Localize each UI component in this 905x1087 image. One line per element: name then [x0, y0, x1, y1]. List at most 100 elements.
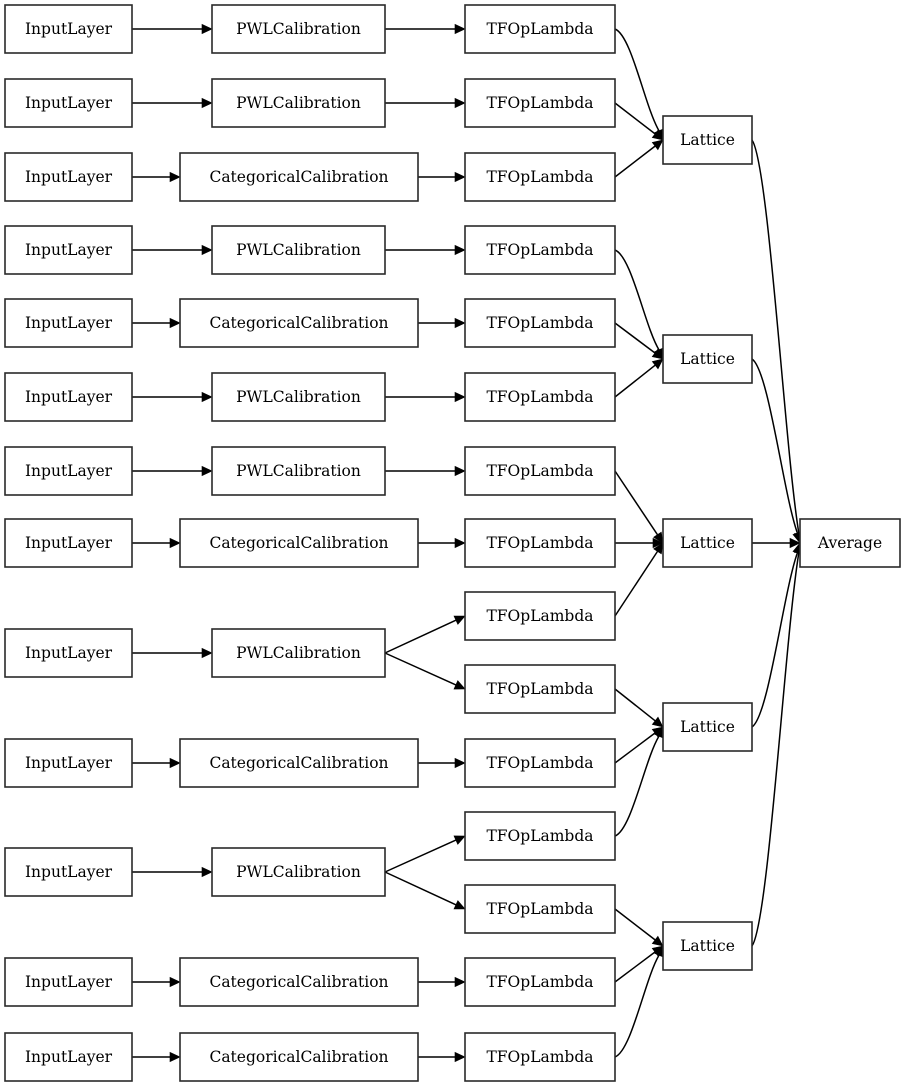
node-box[interactable] [179, 298, 419, 348]
node-box[interactable] [464, 298, 616, 348]
node-box[interactable] [211, 446, 386, 496]
node-box[interactable] [179, 1032, 419, 1082]
node-box[interactable] [464, 78, 616, 128]
node-box[interactable] [179, 957, 419, 1007]
node-lattice-lat4[interactable]: Lattice [662, 702, 753, 752]
node-tfop-lambda-op9[interactable]: TFOpLambda [464, 591, 616, 641]
node-box[interactable] [464, 152, 616, 202]
node-input-layer-in4[interactable]: InputLayer [4, 225, 133, 275]
node-tfop-lambda-op5[interactable]: TFOpLambda [464, 298, 616, 348]
node-lattice-lat1[interactable]: Lattice [662, 115, 753, 165]
node-box[interactable] [4, 847, 133, 897]
node-categorical-calibration-cal5[interactable]: CategoricalCalibration [179, 298, 419, 348]
node-box[interactable] [4, 78, 133, 128]
node-box[interactable] [4, 628, 133, 678]
node-box[interactable] [464, 884, 616, 934]
node-box[interactable] [464, 518, 616, 568]
node-input-layer-in12[interactable]: InputLayer [4, 957, 133, 1007]
node-pwlcalibration-cal6[interactable]: PWLCalibration [211, 372, 386, 422]
node-tfop-lambda-op2[interactable]: TFOpLambda [464, 78, 616, 128]
node-input-layer-in8[interactable]: InputLayer [4, 518, 133, 568]
node-tfop-lambda-op7[interactable]: TFOpLambda [464, 446, 616, 496]
node-categorical-calibration-cal8[interactable]: CategoricalCalibration [179, 518, 419, 568]
node-categorical-calibration-cal3[interactable]: CategoricalCalibration [179, 152, 419, 202]
node-categorical-calibration-cal13[interactable]: CategoricalCalibration [179, 1032, 419, 1082]
node-box[interactable] [179, 518, 419, 568]
node-tfop-lambda-op4[interactable]: TFOpLambda [464, 225, 616, 275]
node-box[interactable] [662, 921, 753, 971]
node-lattice-lat2[interactable]: Lattice [662, 334, 753, 384]
node-box[interactable] [662, 334, 753, 384]
node-tfop-lambda-op12[interactable]: TFOpLambda [464, 811, 616, 861]
node-pwlcalibration-cal7[interactable]: PWLCalibration [211, 446, 386, 496]
node-input-layer-in3[interactable]: InputLayer [4, 152, 133, 202]
node-box[interactable] [4, 152, 133, 202]
node-box[interactable] [179, 738, 419, 788]
node-box[interactable] [4, 518, 133, 568]
node-box[interactable] [799, 518, 901, 568]
node-box[interactable] [211, 847, 386, 897]
node-box[interactable] [464, 225, 616, 275]
node-box[interactable] [211, 4, 386, 54]
node-input-layer-in11[interactable]: InputLayer [4, 847, 133, 897]
node-label: TFOpLambda [486, 94, 593, 112]
node-categorical-calibration-cal10[interactable]: CategoricalCalibration [179, 738, 419, 788]
node-box[interactable] [4, 957, 133, 1007]
node-pwlcalibration-cal9[interactable]: PWLCalibration [211, 628, 386, 678]
node-lattice-lat3[interactable]: Lattice [662, 518, 753, 568]
node-tfop-lambda-op3[interactable]: TFOpLambda [464, 152, 616, 202]
node-box[interactable] [464, 4, 616, 54]
node-box[interactable] [4, 225, 133, 275]
node-pwlcalibration-cal2[interactable]: PWLCalibration [211, 78, 386, 128]
node-box[interactable] [464, 664, 616, 714]
node-tfop-lambda-op15[interactable]: TFOpLambda [464, 1032, 616, 1082]
node-box[interactable] [4, 372, 133, 422]
node-label: TFOpLambda [486, 827, 593, 845]
node-pwlcalibration-cal1[interactable]: PWLCalibration [211, 4, 386, 54]
arrowhead-icon [201, 23, 213, 35]
node-categorical-calibration-cal12[interactable]: CategoricalCalibration [179, 957, 419, 1007]
node-input-layer-in10[interactable]: InputLayer [4, 738, 133, 788]
node-box[interactable] [211, 225, 386, 275]
node-tfop-lambda-op6[interactable]: TFOpLambda [464, 372, 616, 422]
node-tfop-lambda-op10[interactable]: TFOpLambda [464, 664, 616, 714]
node-box[interactable] [662, 702, 753, 752]
node-tfop-lambda-op1[interactable]: TFOpLambda [464, 4, 616, 54]
node-box[interactable] [662, 115, 753, 165]
node-box[interactable] [464, 957, 616, 1007]
node-input-layer-in6[interactable]: InputLayer [4, 372, 133, 422]
node-pwlcalibration-cal4[interactable]: PWLCalibration [211, 225, 386, 275]
node-tfop-lambda-op13[interactable]: TFOpLambda [464, 884, 616, 934]
node-box[interactable] [662, 518, 753, 568]
node-tfop-lambda-op11[interactable]: TFOpLambda [464, 738, 616, 788]
node-input-layer-in2[interactable]: InputLayer [4, 78, 133, 128]
node-box[interactable] [211, 78, 386, 128]
node-box[interactable] [464, 372, 616, 422]
node-box[interactable] [464, 738, 616, 788]
node-box[interactable] [464, 811, 616, 861]
node-box[interactable] [4, 738, 133, 788]
node-average-avg[interactable]: Average [799, 518, 901, 568]
node-box[interactable] [4, 1032, 133, 1082]
node-box[interactable] [211, 372, 386, 422]
node-box[interactable] [4, 446, 133, 496]
node-box[interactable] [464, 591, 616, 641]
node-input-layer-in13[interactable]: InputLayer [4, 1032, 133, 1082]
node-box[interactable] [211, 628, 386, 678]
node-input-layer-in1[interactable]: InputLayer [4, 4, 133, 54]
node-input-layer-in7[interactable]: InputLayer [4, 446, 133, 496]
node-input-layer-in5[interactable]: InputLayer [4, 298, 133, 348]
node-box[interactable] [4, 298, 133, 348]
node-box[interactable] [179, 152, 419, 202]
node-label: TFOpLambda [486, 388, 593, 406]
edge-line [384, 839, 457, 873]
node-pwlcalibration-cal11[interactable]: PWLCalibration [211, 847, 386, 897]
node-tfop-lambda-op8[interactable]: TFOpLambda [464, 518, 616, 568]
node-box[interactable] [464, 1032, 616, 1082]
node-tfop-lambda-op14[interactable]: TFOpLambda [464, 957, 616, 1007]
node-box[interactable] [464, 446, 616, 496]
node-lattice-lat5[interactable]: Lattice [662, 921, 753, 971]
node-box[interactable] [4, 4, 133, 54]
edge-line [614, 322, 656, 354]
node-input-layer-in9[interactable]: InputLayer [4, 628, 133, 678]
